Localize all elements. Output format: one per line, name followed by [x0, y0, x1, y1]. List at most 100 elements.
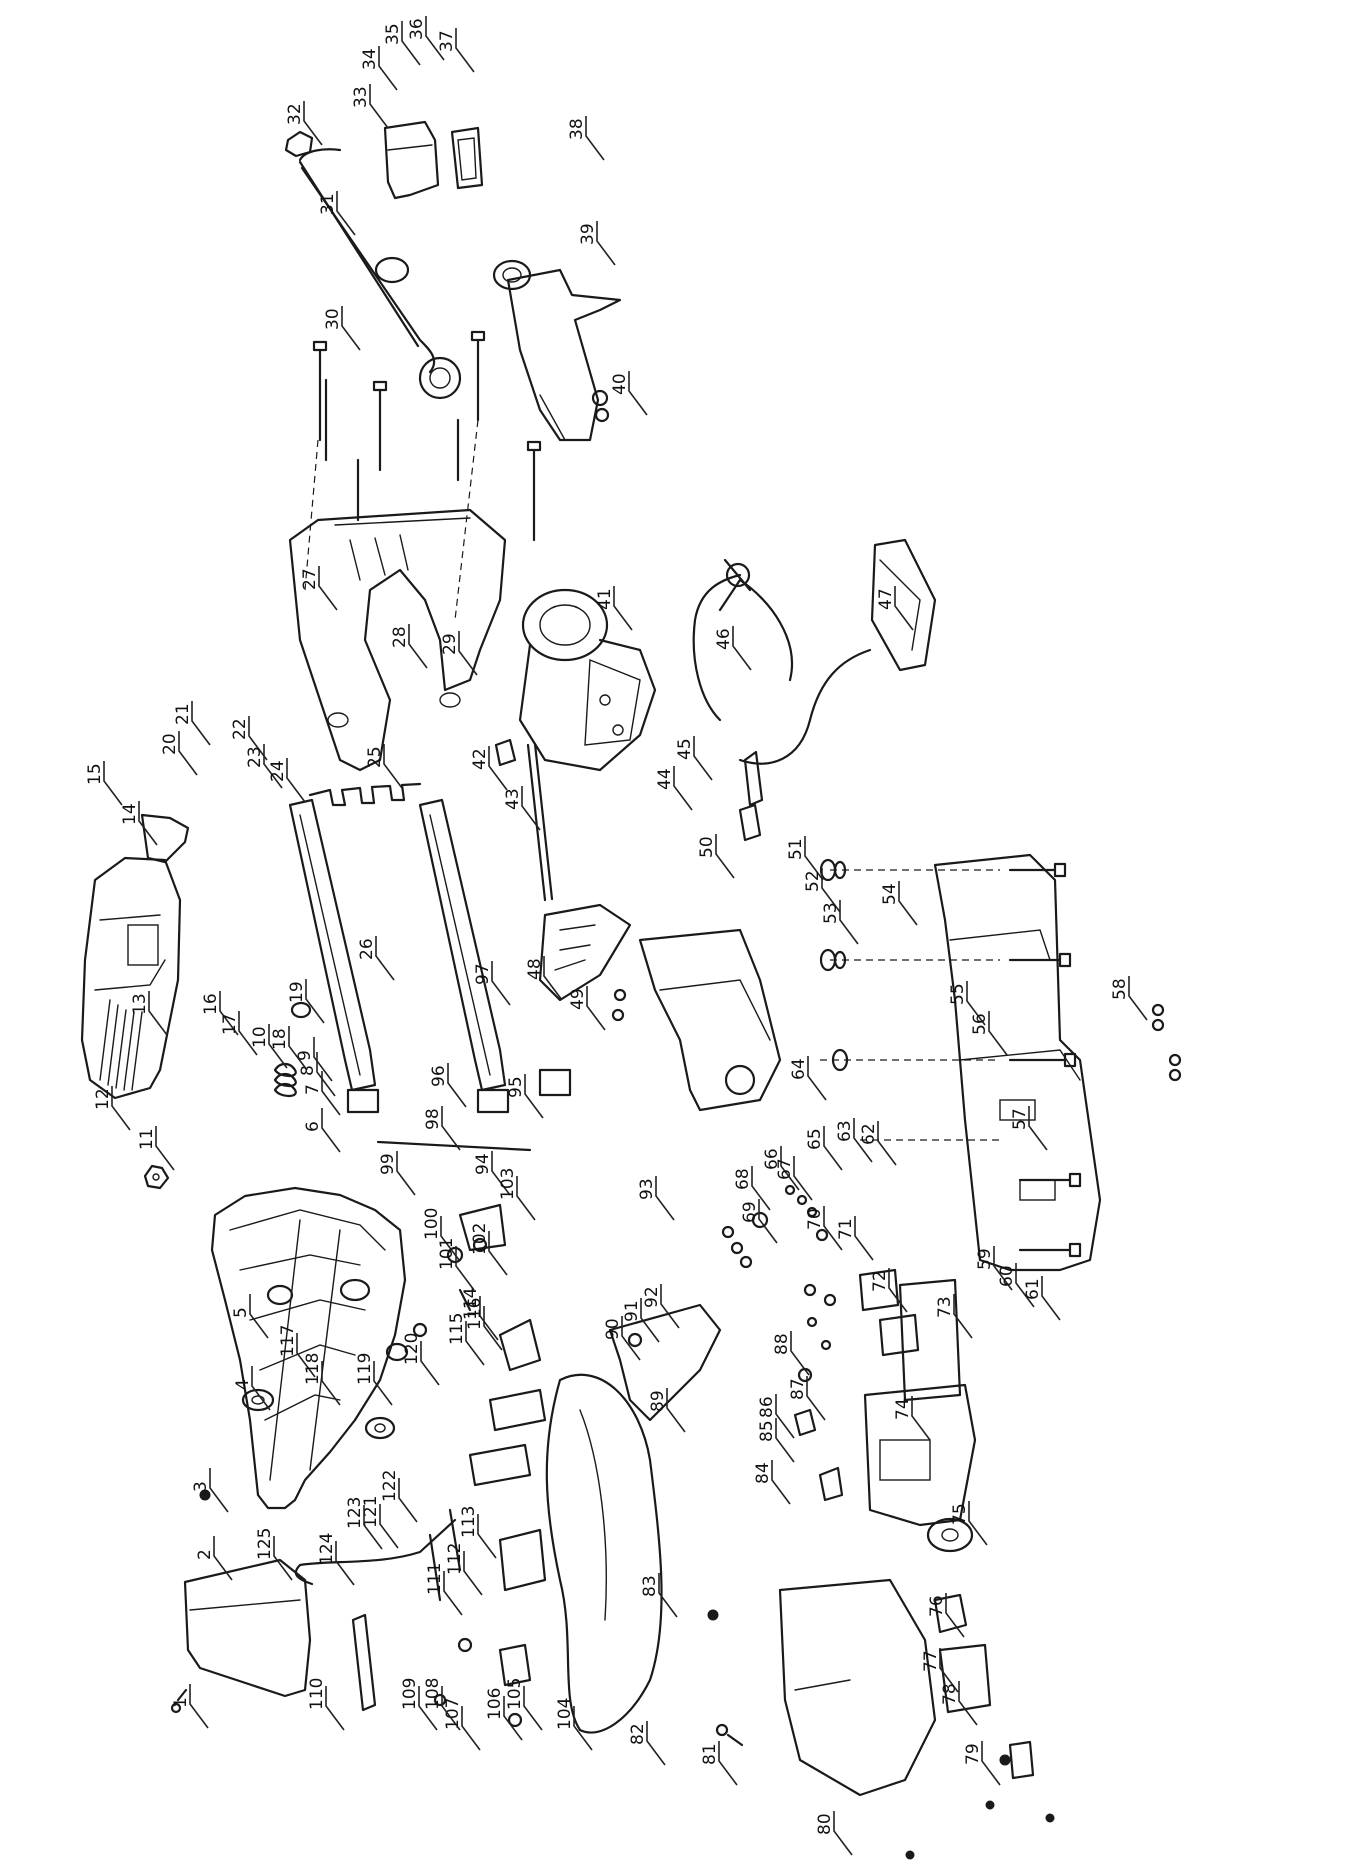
- callout-103: 103: [498, 1168, 536, 1221]
- callout-44: 44: [655, 766, 693, 811]
- leader-line-87: [806, 1376, 826, 1421]
- part-number-label: 37: [437, 30, 457, 52]
- motor-41-drawing: [518, 588, 657, 772]
- part-number-label: 46: [714, 628, 734, 650]
- leader-line-37: [455, 28, 475, 73]
- part-number-label: 75: [950, 1503, 970, 1525]
- part-number-label: 120: [402, 1333, 422, 1365]
- callout-122: 122: [380, 1470, 418, 1523]
- callout-70: 70: [805, 1206, 843, 1251]
- part-number-label: 23: [245, 746, 265, 768]
- bolt-set-57-drawing: [1008, 862, 1082, 1258]
- part-number-label: 36: [407, 18, 427, 40]
- callout-43: 43: [503, 786, 541, 831]
- part-number-label: 78: [940, 1683, 960, 1705]
- part-number-label: 27: [300, 568, 320, 590]
- callout-109: 109: [400, 1678, 438, 1731]
- part-number-label: 124: [317, 1533, 337, 1565]
- knob-11-drawing: [143, 1164, 170, 1190]
- part-drawings: [80, 120, 1182, 1860]
- callout-24: 24: [268, 758, 306, 803]
- callout-54: 54: [880, 881, 918, 926]
- leader-line-82: [646, 1721, 666, 1766]
- part-number-label: 29: [440, 633, 460, 655]
- part-number-label: 15: [85, 763, 105, 785]
- leader-line-25: [383, 744, 403, 789]
- leader-line-23: [263, 744, 283, 789]
- leader-line-104: [573, 1706, 593, 1751]
- callout-114: 114: [461, 1288, 499, 1341]
- callout-10: 10: [250, 1024, 288, 1069]
- part-number-label: 64: [789, 1058, 809, 1080]
- leader-line-34: [378, 46, 398, 91]
- callout-115: 115: [447, 1313, 485, 1366]
- pcb-71-drawing: [858, 1268, 900, 1312]
- part-number-label: 49: [568, 988, 588, 1010]
- leader-line-101: [455, 1246, 475, 1291]
- leader-line-91: [640, 1298, 660, 1343]
- callout-125: 125: [255, 1528, 293, 1581]
- part-number-label: 73: [935, 1296, 955, 1318]
- leader-line-3: [209, 1468, 229, 1513]
- leader-line-31: [336, 191, 356, 236]
- part-number-label: 11: [137, 1128, 157, 1150]
- part-number-label: 107: [443, 1698, 463, 1730]
- callout-92: 92: [642, 1284, 680, 1329]
- callout-113: 113: [459, 1506, 497, 1559]
- leader-line-99: [396, 1151, 416, 1196]
- leader-line-120: [420, 1341, 440, 1386]
- leader-line-32: [303, 101, 323, 146]
- callout-123: 123: [345, 1497, 383, 1550]
- leader-line-92: [660, 1284, 680, 1329]
- callout-60: 60: [997, 1263, 1035, 1308]
- part-number-label: 9: [295, 1050, 315, 1061]
- part-number-label: 14: [120, 803, 140, 825]
- callout-72: 72: [870, 1268, 908, 1313]
- part-number-label: 106: [485, 1688, 505, 1720]
- leader-line-53: [839, 900, 859, 945]
- part-number-label: 111: [425, 1563, 445, 1595]
- leader-line-102: [488, 1231, 508, 1276]
- part-number-label: 74: [893, 1398, 913, 1420]
- part-number-label: 99: [378, 1153, 398, 1175]
- callout-46: 46: [714, 626, 752, 671]
- leader-line-66: [780, 1146, 800, 1191]
- part-number-label: 21: [173, 703, 193, 725]
- callout-33: 33: [351, 84, 389, 129]
- leader-line-1: [189, 1684, 209, 1729]
- arm-39-drawing: [506, 268, 622, 442]
- callout-116: 116: [465, 1298, 503, 1351]
- callout-26: 26: [357, 936, 395, 981]
- leader-line-22: [248, 716, 268, 761]
- part-number-label: 88: [772, 1333, 792, 1355]
- callout-20: 20: [160, 731, 198, 776]
- callout-90: 90: [603, 1316, 641, 1361]
- leader-line-30: [341, 306, 361, 351]
- part-number-label: 103: [498, 1168, 518, 1200]
- leader-line-40: [628, 371, 648, 416]
- part-number-label: 83: [640, 1575, 660, 1597]
- part-number-label: 32: [285, 103, 305, 125]
- leader-line-74: [911, 1396, 931, 1441]
- part-number-label: 16: [201, 993, 221, 1015]
- leader-line-14: [138, 801, 158, 846]
- callout-1: 1: [171, 1684, 209, 1729]
- callout-73: 73: [935, 1294, 973, 1339]
- callout-62: 62: [859, 1121, 897, 1166]
- part-number-label: 125: [255, 1528, 275, 1560]
- leader-line-123: [363, 1505, 383, 1550]
- callout-95: 95: [506, 1074, 544, 1119]
- part-number-label: 81: [700, 1743, 720, 1765]
- callout-107: 107: [443, 1698, 481, 1751]
- callout-32: 32: [285, 101, 323, 146]
- part-number-label: 101: [437, 1238, 457, 1270]
- callout-48: 48: [525, 956, 563, 1001]
- leader-line-21: [191, 701, 211, 746]
- leader-line-85: [775, 1418, 795, 1463]
- callout-4: 4: [233, 1366, 271, 1411]
- part-number-label: 87: [788, 1378, 808, 1400]
- leader-line-50: [715, 834, 735, 879]
- leader-line-13: [148, 991, 168, 1036]
- part-number-label: 89: [648, 1390, 668, 1412]
- callout-64: 64: [789, 1056, 827, 1101]
